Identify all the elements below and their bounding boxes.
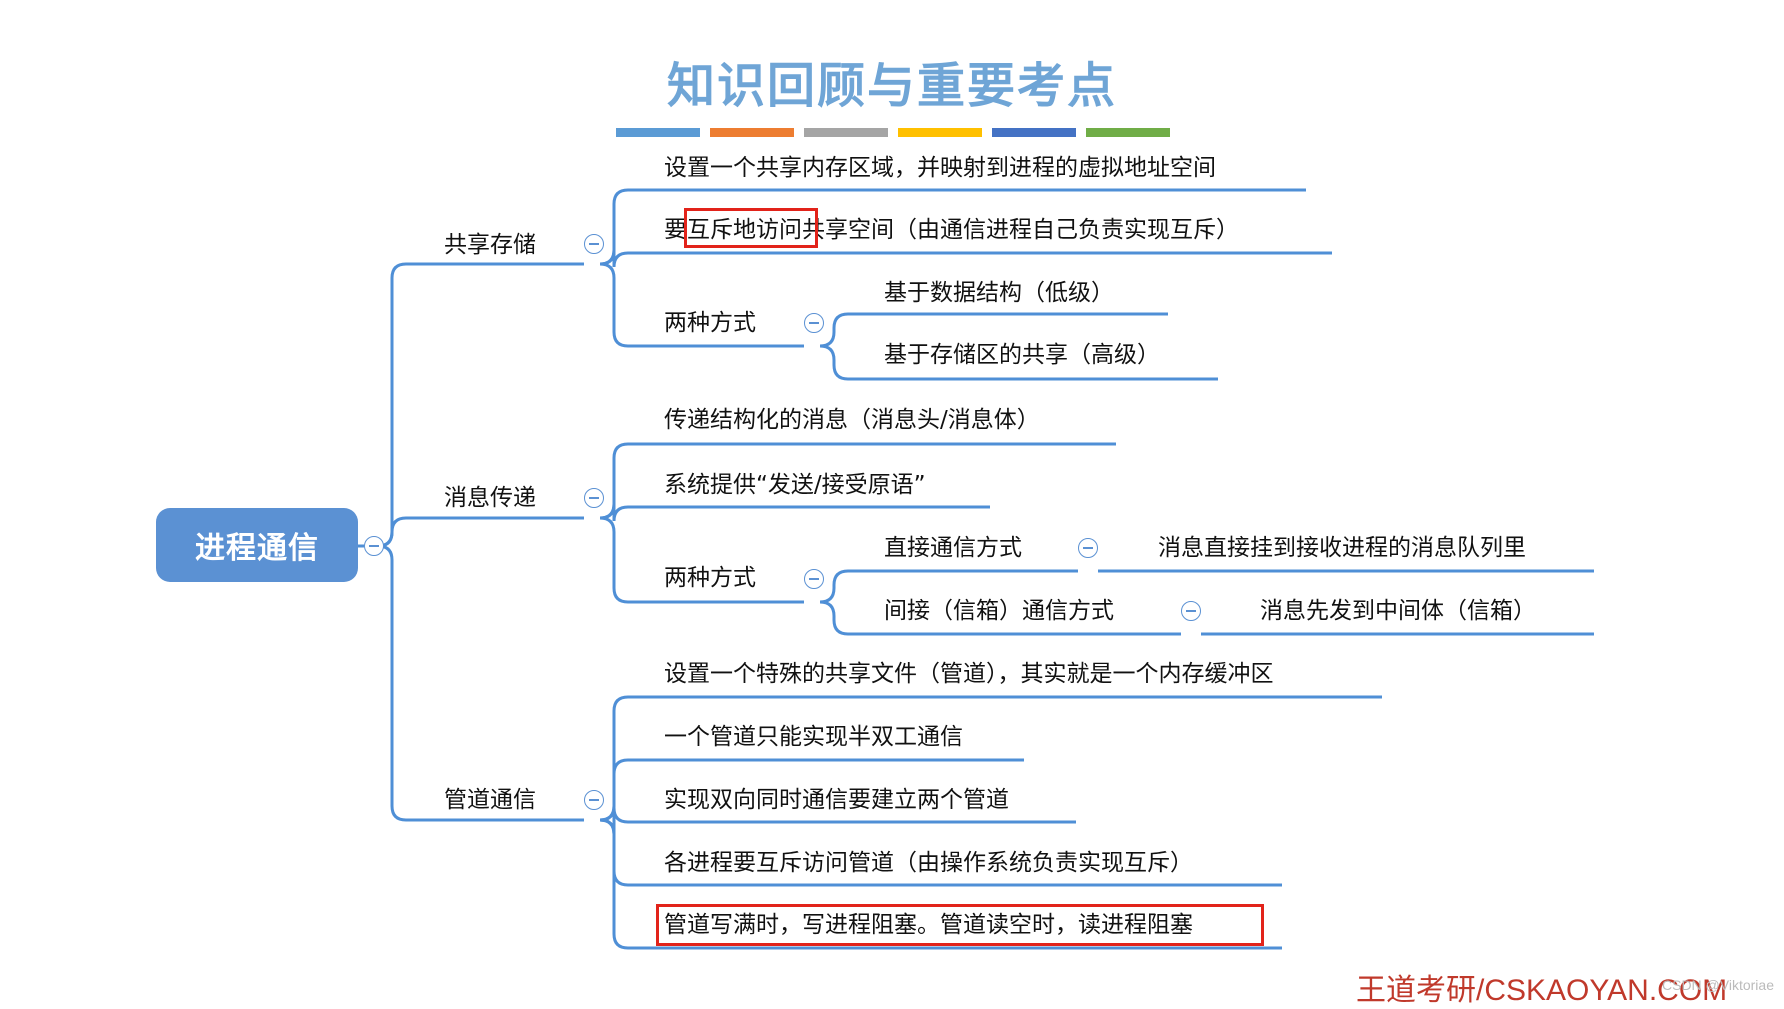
collapse-shared-icon[interactable] bbox=[584, 234, 604, 254]
connector-message-3 bbox=[599, 516, 636, 604]
pipe-item-1[interactable]: 设置一个特殊的共享文件（管道），其实就是一个内存缓冲区 bbox=[664, 661, 1274, 687]
highlight-box-blocking bbox=[656, 904, 1264, 946]
indirect-comm-label[interactable]: 间接（信箱）通信方式 bbox=[884, 598, 1114, 624]
connector-root-3 bbox=[377, 544, 410, 822]
connector-pipe-2 bbox=[599, 758, 636, 822]
swatch-2 bbox=[710, 128, 794, 137]
shared-item-1[interactable]: 设置一个共享内存区域，并映射到进程的虚拟地址空间 bbox=[664, 155, 1216, 181]
root-node[interactable]: 进程通信 bbox=[156, 508, 358, 582]
pipe-item-5[interactable]: 管道写满时，写进程阻塞。管道读空时，读进程阻塞 bbox=[664, 912, 1193, 938]
connector-pipe-4 bbox=[599, 818, 636, 887]
indirect-comm-detail[interactable]: 消息先发到中间体（信箱） bbox=[1260, 598, 1536, 624]
connector-root-1 bbox=[377, 262, 410, 548]
swatch-1 bbox=[616, 128, 700, 137]
branch-shared-memory[interactable]: 共享存储 bbox=[444, 232, 536, 258]
connector-shared-modes-1 bbox=[819, 312, 856, 348]
shared-mode-1[interactable]: 基于数据结构（低级） bbox=[884, 280, 1114, 306]
swatch-3 bbox=[804, 128, 888, 137]
shared-item-2[interactable]: 要互斥地访问共享空间（由通信进程自己负责实现互斥） bbox=[664, 217, 1239, 243]
page-title: 知识回顾与重要考点 bbox=[666, 58, 1117, 114]
direct-comm-label[interactable]: 直接通信方式 bbox=[884, 535, 1022, 561]
connector-message-modes-1 bbox=[819, 569, 856, 604]
shared-modes-label[interactable]: 两种方式 bbox=[664, 310, 756, 336]
message-item-2[interactable]: 系统提供“发送/接受原语” bbox=[664, 472, 926, 498]
pipe-item-3[interactable]: 实现双向同时通信要建立两个管道 bbox=[664, 787, 1009, 813]
shared-mode-2[interactable]: 基于存储区的共享（高级） bbox=[884, 342, 1160, 368]
collapse-message-modes-icon[interactable] bbox=[804, 569, 824, 589]
collapse-pipe-icon[interactable] bbox=[584, 790, 604, 810]
swatch-5 bbox=[992, 128, 1076, 137]
collapse-direct-icon[interactable] bbox=[1078, 538, 1098, 558]
pipe-item-4[interactable]: 各进程要互斥访问管道（由操作系统负责实现互斥） bbox=[664, 850, 1193, 876]
swatch-6 bbox=[1086, 128, 1170, 137]
branch-pipe[interactable]: 管道通信 bbox=[444, 787, 536, 813]
collapse-shared-modes-icon[interactable] bbox=[804, 313, 824, 333]
connector-message-modes-2 bbox=[819, 600, 856, 636]
direct-comm-detail[interactable]: 消息直接挂到接收进程的消息队列里 bbox=[1158, 535, 1526, 561]
connector-pipe-5 bbox=[599, 818, 636, 950]
message-item-1[interactable]: 传递结构化的消息（消息头/消息体） bbox=[664, 407, 1040, 433]
connector-shared-modes-2 bbox=[819, 344, 856, 381]
collapse-indirect-icon[interactable] bbox=[1181, 601, 1201, 621]
collapse-message-icon[interactable] bbox=[584, 488, 604, 508]
watermark: CSDN @Viktoriae bbox=[1662, 977, 1774, 993]
color-swatch-bar bbox=[616, 128, 1180, 137]
connector-shared-3 bbox=[599, 262, 636, 348]
highlight-box-mutex bbox=[684, 208, 818, 248]
message-modes-label[interactable]: 两种方式 bbox=[664, 565, 756, 591]
branch-message-passing[interactable]: 消息传递 bbox=[444, 485, 536, 511]
swatch-4 bbox=[898, 128, 982, 137]
collapse-root-icon[interactable] bbox=[364, 536, 384, 556]
pipe-item-2[interactable]: 一个管道只能实现半双工通信 bbox=[664, 724, 963, 750]
